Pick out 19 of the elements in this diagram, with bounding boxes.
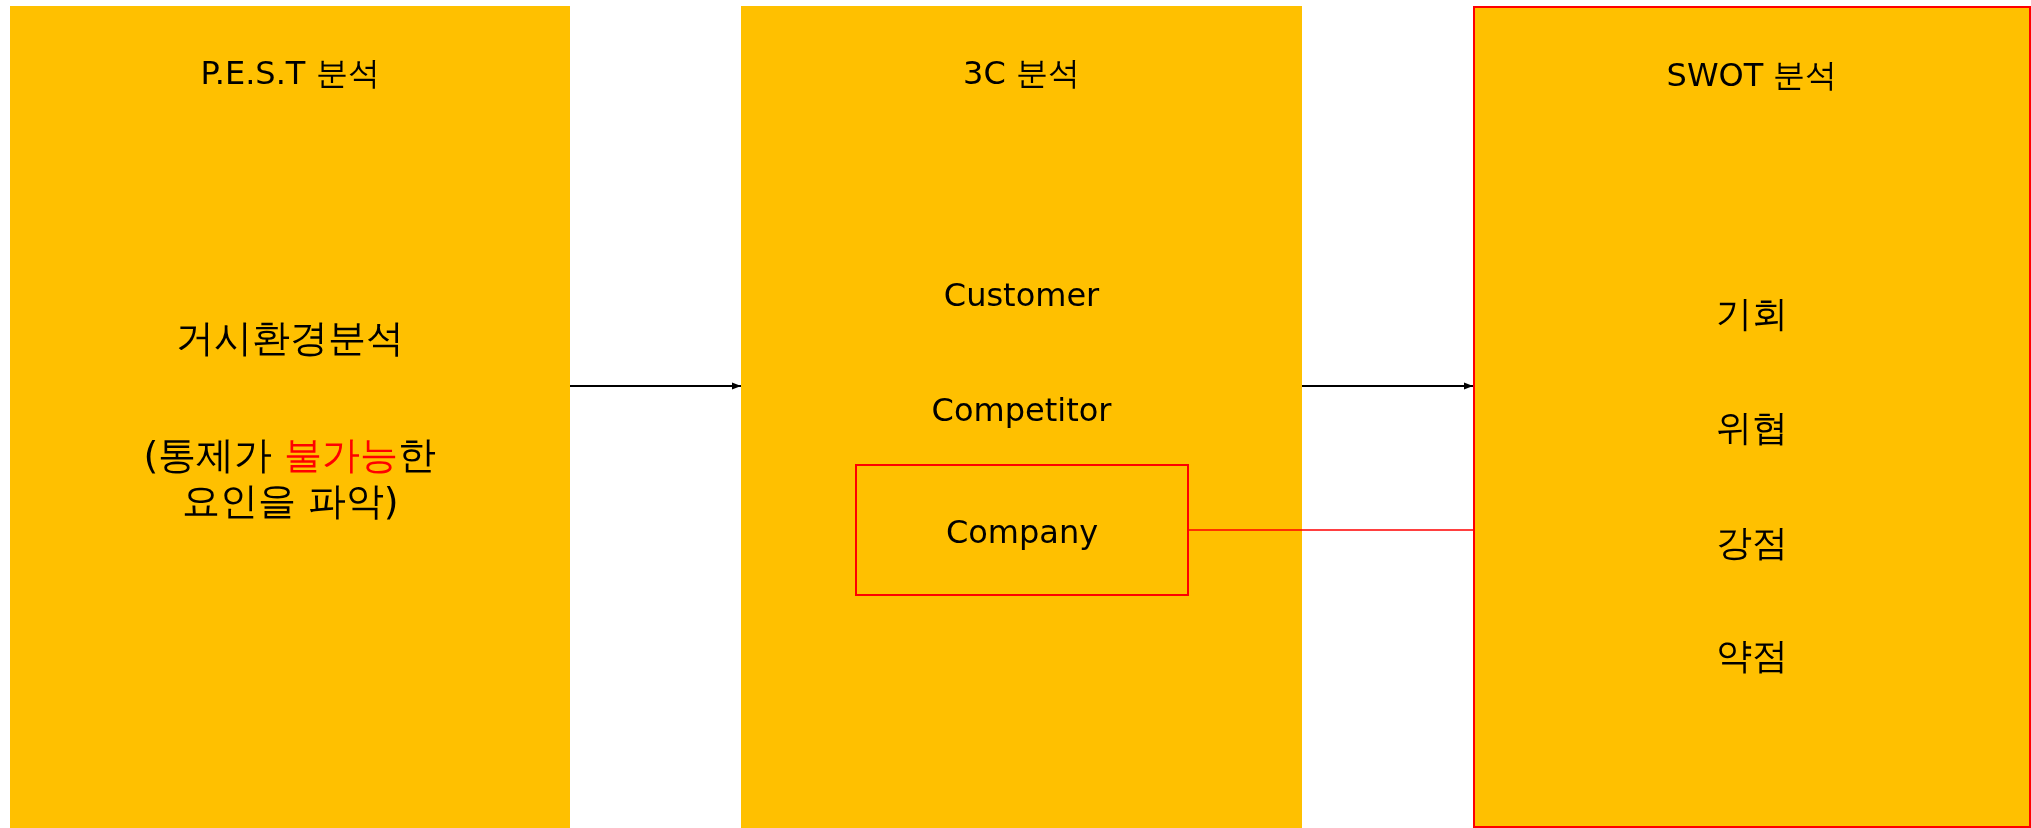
panel-text: Competitor [931,390,1112,431]
highlight-box [855,464,1189,596]
connector-line [1188,529,1474,531]
analysis-panel [10,6,570,828]
panel-title: P.E.S.T 분석 [200,53,380,94]
panel-text: 기회 [1716,292,1788,336]
panel-text: Customer [943,275,1100,316]
panel-text: (통제가 불가능한 요인을 파악) [142,433,438,525]
arrow [1301,382,1474,390]
arrow [569,382,742,390]
analysis-panel [741,6,1302,828]
analysis-panel [1473,6,2031,828]
panel-text: 강점 [1716,521,1788,565]
panel-title: 3C 분석 [963,53,1080,94]
panel-text: 거시환경분석 [175,316,405,362]
panel-text: 약점 [1716,634,1788,678]
panel-text: 위협 [1716,406,1788,450]
panel-title: SWOT 분석 [1666,55,1838,96]
panel-text: Company [945,512,1099,553]
